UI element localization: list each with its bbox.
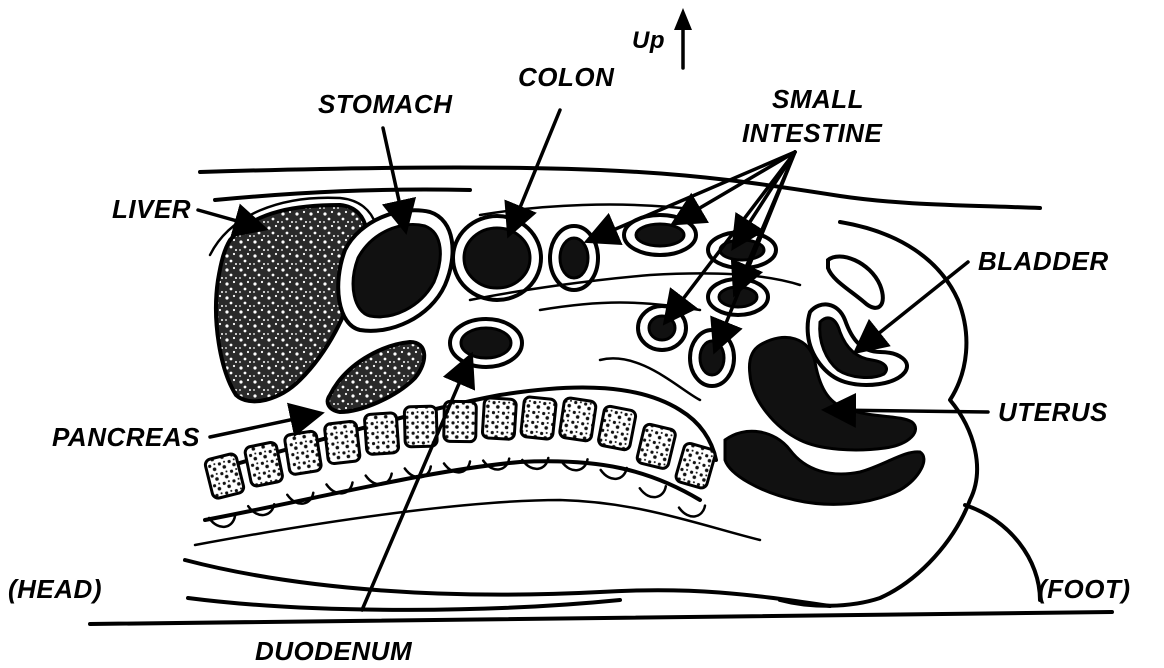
colon-label: COLON	[518, 62, 615, 92]
vertebra	[364, 413, 399, 455]
vertebra	[636, 423, 676, 469]
vertebra	[244, 441, 283, 487]
uterus-label: UTERUS	[998, 397, 1108, 427]
vertebra	[521, 396, 557, 439]
vertebra	[482, 398, 516, 440]
orientation-up-label: Up	[632, 27, 665, 54]
vertebra	[324, 421, 360, 464]
pancreas-organ	[328, 342, 425, 412]
vertebra	[284, 431, 322, 476]
spinous-process	[640, 486, 666, 497]
bladder-label: BLADDER	[978, 246, 1109, 276]
vertebra	[204, 453, 245, 500]
vertebra	[404, 406, 437, 447]
spine	[195, 387, 760, 545]
vertebra	[559, 397, 597, 441]
head-label: (HEAD)	[8, 574, 102, 604]
duodenum-label: DUODENUM	[255, 636, 413, 666]
pancreas-label: PANCREAS	[52, 422, 200, 452]
vertebra	[675, 442, 717, 489]
spinous-process	[679, 506, 705, 517]
bladder-upper-organ	[828, 256, 883, 307]
small-intestine-label-line2: INTESTINE	[742, 118, 882, 148]
small-intestine-label-line1: SMALL	[772, 84, 864, 114]
vertebra	[598, 405, 637, 450]
liver-label: LIVER	[112, 194, 191, 224]
stomach-label: STOMACH	[318, 89, 453, 119]
up-arrow-icon	[674, 8, 692, 68]
foot-label: (FOOT)	[1038, 574, 1131, 604]
